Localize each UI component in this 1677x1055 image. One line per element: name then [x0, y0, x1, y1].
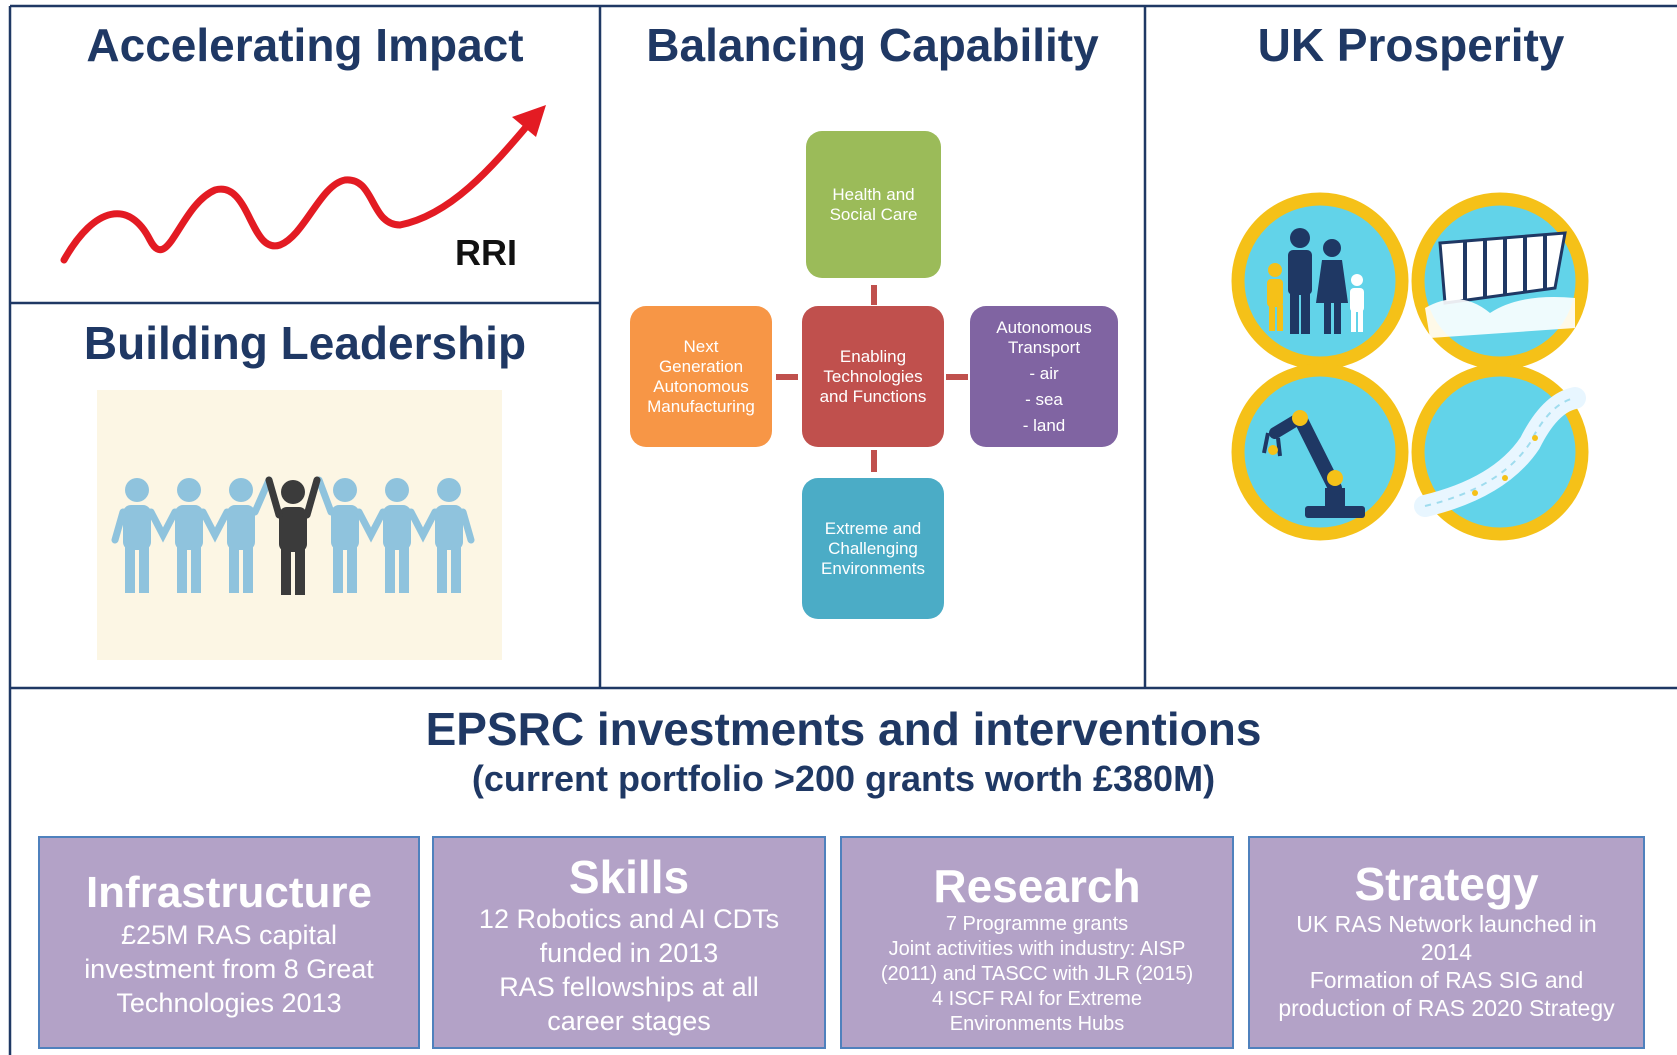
road-icon	[1414, 387, 1586, 517]
research-title: Research	[933, 860, 1141, 912]
balancing-capability-title: Balancing Capability	[646, 19, 1099, 71]
trend-arrow-icon	[60, 105, 546, 264]
skills-line: RAS fellowships at all	[499, 972, 759, 1002]
ship-icon	[1425, 231, 1575, 338]
strategy-line: 2014	[1420, 939, 1473, 965]
connector-top	[871, 285, 877, 305]
strategy-box: Strategy UK RAS Network launched in 2014…	[1248, 836, 1645, 1049]
accelerating-impact-title: Accelerating Impact	[86, 19, 524, 71]
robot-arm-icon	[1262, 410, 1365, 518]
research-line: 7 Programme grants	[945, 913, 1129, 935]
leadership-illustration	[97, 390, 502, 660]
research-line: Environments Hubs	[949, 1013, 1125, 1035]
strategy-line: production of RAS 2020 Strategy	[1278, 995, 1615, 1021]
strategy-line: UK RAS Network launched in	[1296, 911, 1597, 937]
research-box: Research 7 Programme grants Joint activi…	[840, 836, 1234, 1049]
node-autonomous-transport: Autonomous Transport - air - sea - land	[970, 306, 1118, 447]
skills-line: career stages	[547, 1006, 711, 1036]
epsrc-subtitle: (current portfolio >200 grants worth £38…	[471, 758, 1216, 799]
uk-prosperity-title: UK Prosperity	[1257, 19, 1565, 71]
skills-line: funded in 2013	[539, 938, 719, 968]
skills-box: Skills 12 Robotics and AI CDTs funded in…	[432, 836, 826, 1049]
research-line: 4 ISCF RAI for Extreme	[931, 988, 1143, 1010]
research-line: (2011) and TASCC with JLR (2015)	[880, 963, 1194, 985]
connector-right	[946, 374, 968, 380]
rri-label: RRI	[455, 232, 517, 273]
connector-bottom	[871, 450, 877, 472]
node-enabling-technologies: Enabling Technologies and Functions	[802, 306, 944, 447]
people-group-icon	[111, 476, 475, 595]
infrastructure-box: Infrastructure £25M RAS capital investme…	[38, 836, 420, 1049]
prosperity-icons	[1231, 192, 1589, 541]
infrastructure-line: £25M RAS capital	[120, 920, 338, 950]
connector-left	[776, 374, 798, 380]
skills-line: 12 Robotics and AI CDTs	[478, 904, 780, 934]
family-icon	[1267, 228, 1364, 334]
node-next-generation-manufacturing: Next Generation Autonomous Manufacturing	[630, 306, 772, 447]
node-extreme-environments: Extreme and Challenging Environments	[802, 478, 944, 619]
research-line: Joint activities with industry: AISP	[888, 938, 1186, 960]
strategy-line: Formation of RAS SIG and	[1309, 967, 1584, 993]
infrastructure-line: Technologies 2013	[116, 988, 342, 1018]
building-leadership-title: Building Leadership	[83, 317, 527, 369]
infrastructure-title: Infrastructure	[85, 868, 373, 917]
strategy-title: Strategy	[1354, 858, 1539, 910]
infrastructure-line: investment from 8 Great	[84, 954, 374, 984]
epsrc-title: EPSRC investments and interventions	[425, 703, 1262, 755]
skills-title: Skills	[568, 851, 690, 903]
node-health-social-care: Health and Social Care	[806, 131, 941, 278]
